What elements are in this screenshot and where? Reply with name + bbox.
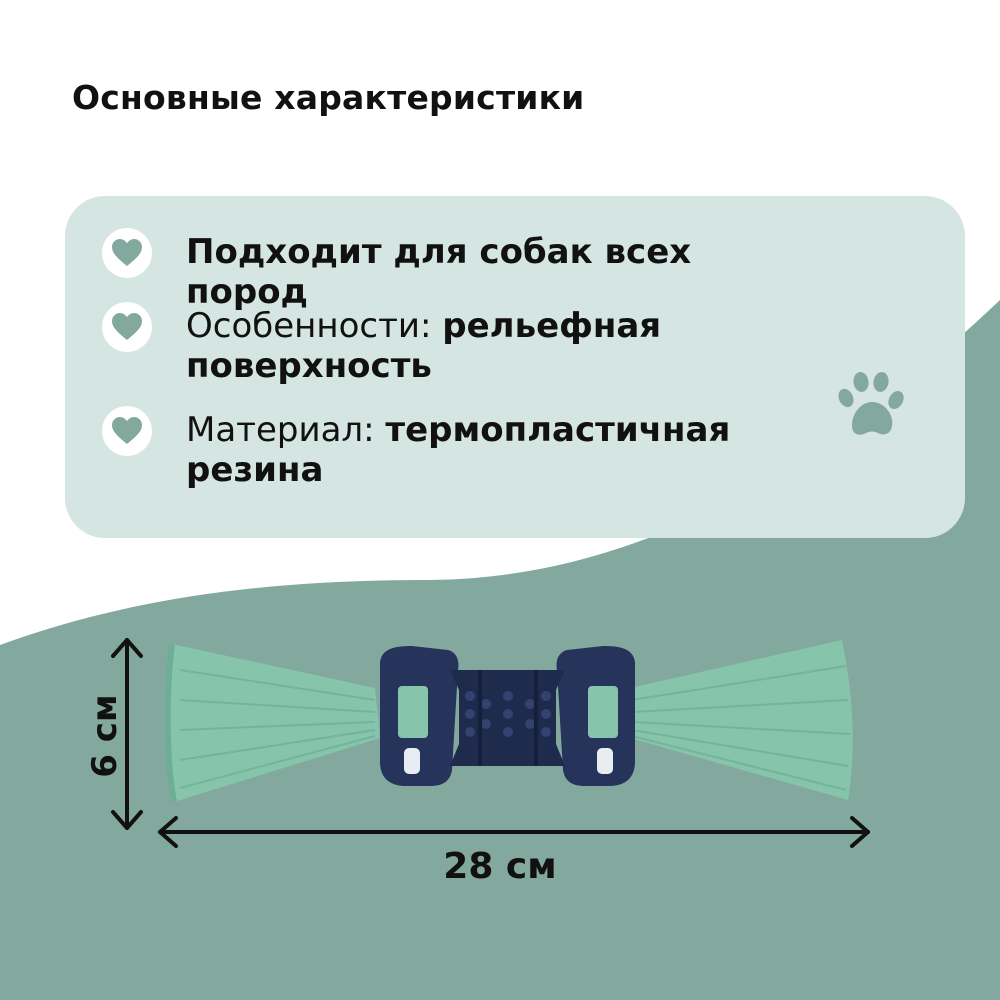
feature-lead: Материал: (186, 410, 386, 450)
width-label: 28 см (443, 846, 557, 887)
feature-value: термопластичная резина (186, 410, 731, 490)
feature-text: Материал: термопластичная резина (186, 410, 806, 490)
toy-image (164, 640, 853, 803)
heart-icon (102, 302, 152, 352)
features-card: Подходит для собак всех пород Особенност… (65, 196, 965, 538)
heart-icon (102, 228, 152, 278)
feature-lead: Особенности: (186, 306, 443, 346)
height-label: 6 см (85, 694, 125, 778)
page-title: Основные характеристики (72, 78, 585, 117)
heart-icon (102, 406, 152, 456)
feature-text: Подходит для собак всех пород (186, 232, 806, 312)
paw-icon (838, 372, 904, 435)
feature-value: рельефная поверхность (186, 306, 662, 386)
feature-text: Особенности: рельефная поверхность (186, 306, 806, 386)
feature-value: Подходит для собак всех пород (186, 232, 692, 312)
